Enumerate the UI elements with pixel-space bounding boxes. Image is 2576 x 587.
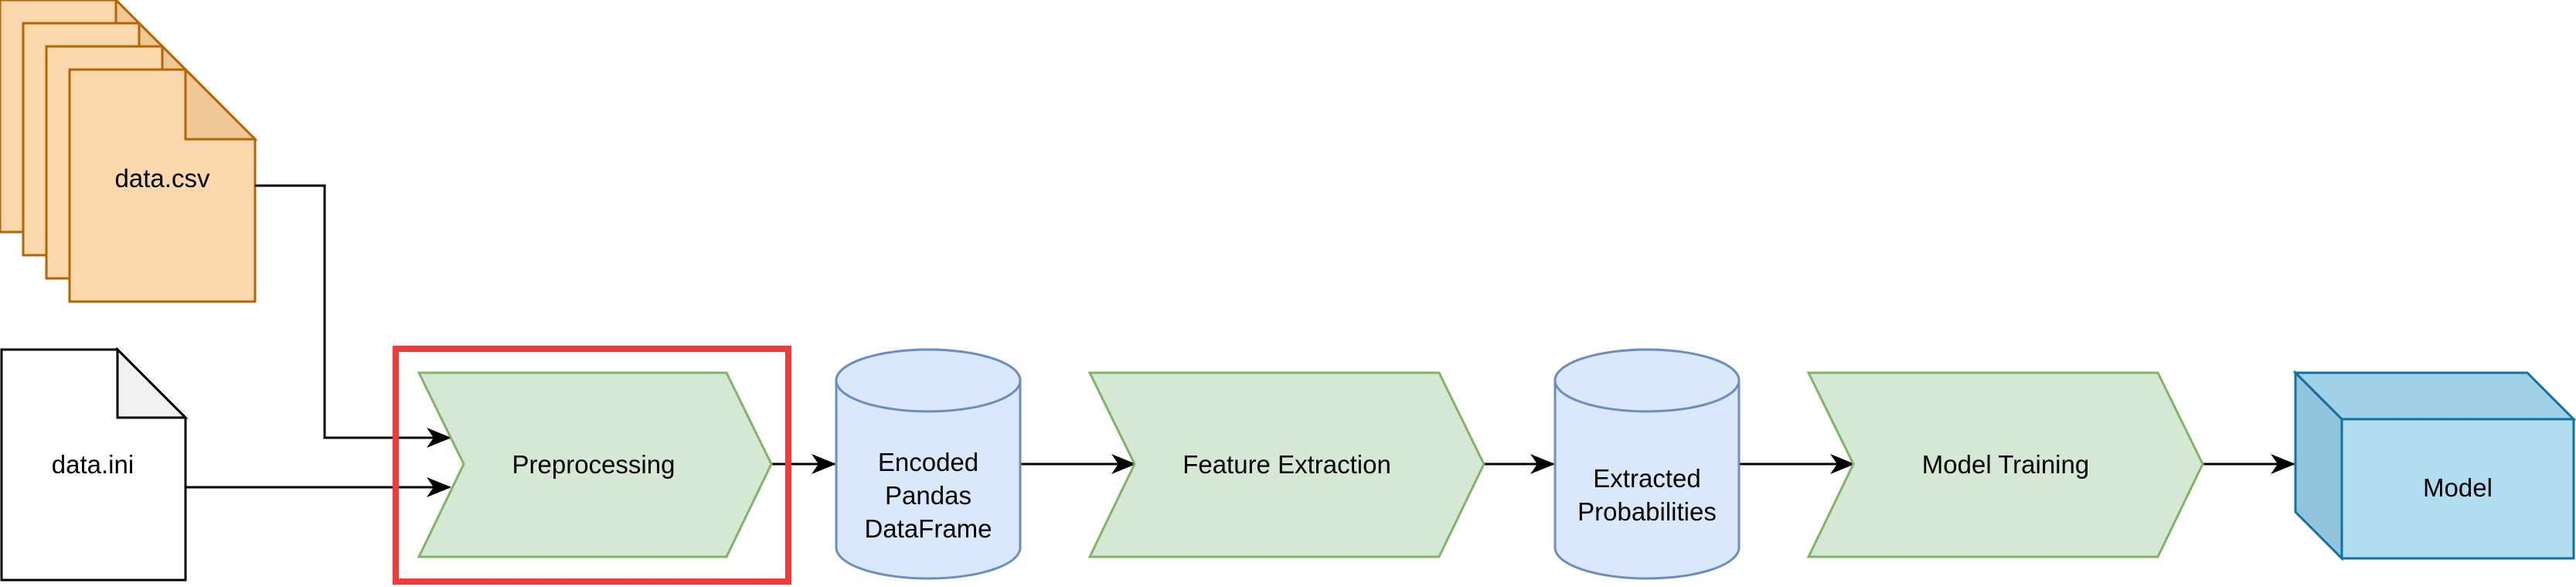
model-cube-front [2340, 418, 2575, 560]
model-cube: Model [2292, 370, 2576, 561]
feature-extraction-step: Feature Extraction [1087, 371, 1485, 558]
feature-extraction-label: Feature Extraction [1183, 450, 1391, 479]
model-training-chevron [1806, 371, 2204, 558]
preprocessing-highlight-box [393, 346, 791, 585]
probabilities-label-line-2: Probabilities [1577, 497, 1717, 526]
dataframe-label-line-2: Pandas [885, 481, 972, 510]
extracted-probabilities-store: Extracted Probabilities [1553, 348, 1741, 580]
csv-to-preprocessing-connector [255, 184, 451, 448]
csv-sheet-1-fold [184, 67, 258, 141]
dataframe-label-line-1: Encoded [878, 448, 978, 476]
model-training-label: Model Training [1922, 450, 2089, 479]
model-training-step: Model Training [1806, 371, 2204, 558]
csv-file-stack: data.csv [0, 0, 258, 303]
connectors [185, 184, 2295, 497]
ini-file: data.ini [0, 346, 189, 582]
preprocessing-step: Preprocessing [393, 346, 791, 585]
preprocessing-chevron [417, 371, 773, 558]
dataframe-label-line-3: DataFrame [864, 514, 992, 543]
encoded-dataframe-store: Encoded Pandas DataFrame [835, 348, 1022, 580]
csv-file-label: data.csv [115, 164, 210, 193]
ini-sheet-fold [116, 346, 189, 419]
preprocessing-label: Preprocessing [512, 450, 675, 479]
model-cube-top [2292, 371, 2576, 421]
dataframe-cylinder-top [835, 348, 1022, 413]
model-label: Model [2423, 473, 2493, 502]
probabilities-cylinder-top [1553, 348, 1741, 413]
feature-extraction-chevron [1087, 371, 1485, 558]
ini-file-label: data.ini [52, 450, 134, 479]
probabilities-label-line-1: Extracted [1593, 464, 1700, 493]
